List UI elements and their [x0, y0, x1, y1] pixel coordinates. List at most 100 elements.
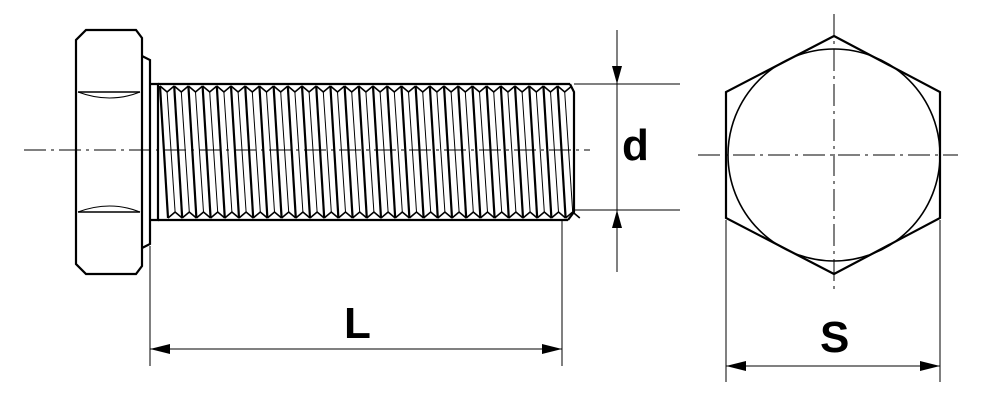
thread-profile-top [372, 85, 388, 94]
thread-root [507, 91, 517, 213]
thread-root [535, 91, 545, 213]
thread-profile-top [386, 85, 402, 94]
thread-crest [442, 85, 454, 219]
thread-root [237, 91, 247, 213]
thread-root [223, 91, 233, 213]
thread-crest [286, 85, 297, 219]
thread-root [308, 91, 318, 213]
thread-crest [158, 85, 170, 219]
thread-crest [386, 85, 397, 219]
thread-profile-top [244, 85, 260, 94]
thread-profile-top [400, 85, 417, 94]
thread-root [479, 91, 488, 213]
thread-profile-top [415, 85, 431, 94]
thread-profile-bottom [479, 210, 496, 219]
thread-profile-top [457, 85, 473, 94]
thread-crest [485, 85, 496, 219]
thread-profile-top [528, 85, 544, 94]
thread-crest [244, 85, 255, 219]
thread-crest [187, 85, 198, 219]
thread-profile-top [471, 85, 488, 94]
thread-crest [542, 85, 553, 219]
thread-profile-bottom [252, 210, 268, 219]
thread-profile-top [429, 85, 445, 94]
thread-root [450, 91, 460, 213]
bolt-washer-face [141, 55, 152, 249]
thread-root [351, 91, 361, 213]
thread-root [436, 91, 446, 213]
thread-root [564, 91, 574, 213]
thread-profile-bottom [437, 210, 453, 219]
thread-profile-top [443, 85, 459, 94]
thread-profile-top [315, 85, 331, 94]
thread-profile-bottom [565, 210, 581, 219]
thread-root [393, 91, 403, 213]
thread-crest [329, 85, 340, 219]
length-label: L [344, 299, 371, 348]
thread-profile-bottom [366, 210, 382, 219]
thread-crest [400, 85, 411, 219]
thread-profile-top [202, 85, 218, 94]
thread-profile-bottom [394, 210, 410, 219]
thread-crest [229, 85, 241, 219]
thread-root [195, 91, 204, 213]
thread-profile-top [173, 85, 189, 94]
thread-crest [513, 85, 525, 219]
thread-crest [499, 85, 510, 219]
thread-root [180, 91, 190, 213]
thread-crest [173, 85, 184, 219]
thread-profile-bottom [337, 210, 354, 219]
thread-profile-bottom [494, 210, 510, 219]
thread-crest [414, 85, 425, 219]
thread-profile-top [542, 85, 559, 94]
thread-root [209, 91, 219, 213]
diameter-dimension [572, 30, 680, 272]
thread-crest [201, 85, 212, 219]
thread-profile-bottom [238, 210, 254, 219]
thread-root [280, 91, 290, 213]
thread-crest [528, 85, 539, 219]
bolt-threads [158, 85, 581, 219]
thread-profile-top [258, 85, 275, 94]
thread-profile-top [187, 85, 204, 94]
hex-head-end-view [698, 14, 958, 294]
thread-crest [471, 85, 482, 219]
thread-profile-bottom [451, 210, 467, 219]
thread-profile-top [557, 85, 573, 94]
thread-root [365, 91, 375, 213]
thread-profile-top [216, 85, 232, 94]
thread-profile-bottom [295, 210, 311, 219]
thread-profile-bottom [352, 210, 368, 219]
thread-crest [457, 85, 468, 219]
across-flats-label: S [820, 313, 849, 362]
thread-crest [258, 85, 269, 219]
thread-crest [272, 85, 283, 219]
thread-profile-bottom [281, 210, 297, 219]
thread-profile-top [159, 85, 175, 94]
thread-crest [300, 85, 312, 219]
thread-profile-bottom [210, 210, 226, 219]
thread-profile-top [230, 85, 246, 94]
thread-crest [343, 85, 354, 219]
thread-root [521, 91, 531, 213]
thread-crest [428, 85, 439, 219]
thread-profile-bottom [508, 210, 524, 219]
thread-profile-top [329, 85, 346, 94]
thread-profile-bottom [309, 210, 325, 219]
thread-crest [215, 85, 226, 219]
thread-profile-top [273, 85, 289, 94]
thread-profile-bottom [224, 210, 240, 219]
thread-profile-bottom [181, 210, 197, 219]
thread-profile-bottom [380, 210, 396, 219]
thread-root [337, 91, 346, 213]
thread-profile-bottom [423, 210, 439, 219]
thread-root [322, 91, 332, 213]
thread-profile-bottom [522, 210, 538, 219]
thread-root [294, 91, 304, 213]
thread-profile-top [486, 85, 502, 94]
thread-root [408, 91, 417, 213]
thread-profile-bottom [195, 210, 212, 219]
bolt-head [74, 28, 144, 276]
thread-profile-bottom [550, 210, 567, 219]
